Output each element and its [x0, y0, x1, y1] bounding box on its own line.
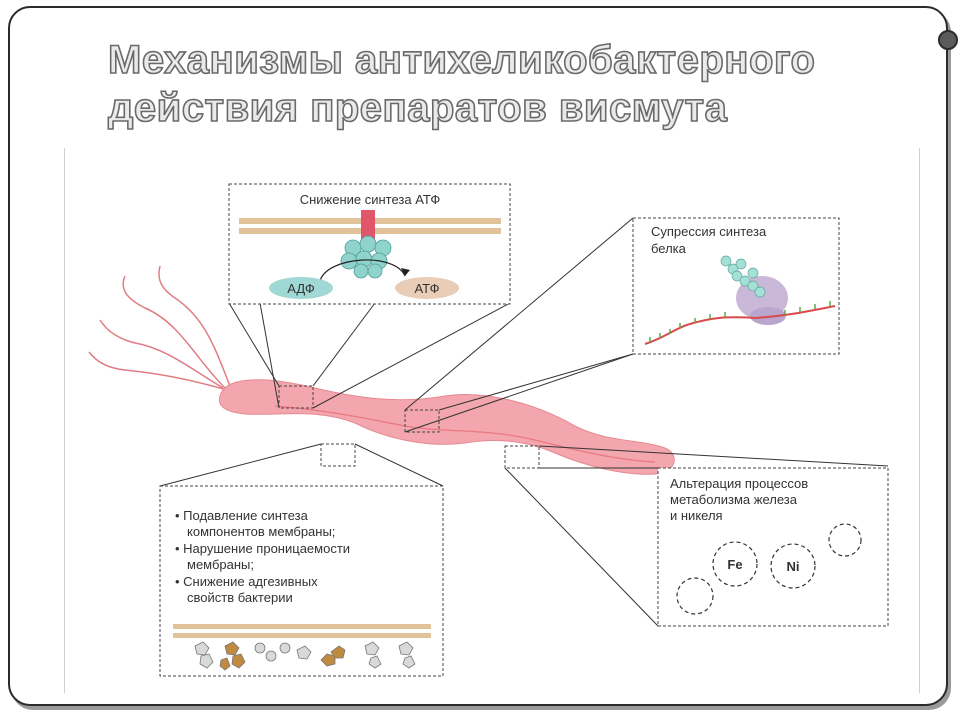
title-line-2: действия препаратов висмута: [107, 85, 728, 131]
protein-box-line1: Супрессия синтеза: [651, 224, 767, 239]
bacterium-inner-line: [274, 405, 656, 463]
membrane-item3-line1: • Снижение адгезивных: [175, 574, 318, 589]
membrane-item1-line1: • Подавление синтеза: [175, 508, 309, 523]
membrane-layer-bottom: [173, 633, 431, 638]
membrane-item1-line2: компонентов мембраны;: [187, 524, 335, 539]
atp-synthase-stalk: [361, 210, 375, 240]
atp-molecule: [395, 277, 459, 299]
adp-label: АДФ: [287, 281, 315, 296]
ni-label: Ni: [787, 559, 800, 574]
arrow-head-icon: [401, 268, 410, 276]
adp-molecule: [269, 277, 333, 299]
membrane-item3-line2: свойств бактерии: [187, 590, 293, 605]
mechanism-diagram: Снижение синтеза АТФ АДФ АТФ Супрессия с…: [64, 148, 920, 693]
metal-box-line2: метаболизма железа: [670, 492, 798, 507]
enzyme-ring-icons: [676, 523, 862, 615]
adp-to-atp-arrow: [319, 259, 406, 282]
membrane-layer-top: [173, 624, 431, 629]
peptide-chain-icon: [720, 255, 766, 298]
mrna-ticks: [649, 301, 831, 342]
connector-lines: [159, 217, 889, 627]
metal-metabolism-box: Альтерация процессов метаболизма железа …: [657, 467, 889, 627]
slide-bullet-icon: [938, 30, 958, 50]
membrane-effects-box: • Подавление синтеза компонентов мембран…: [159, 485, 444, 677]
protein-box-line2: белка: [651, 241, 687, 256]
zoom-regions: [278, 385, 540, 469]
fe-label: Fe: [727, 557, 742, 572]
flagella: [88, 265, 231, 391]
atp-label: АТФ: [414, 281, 439, 296]
membrane-molecules-icon: [194, 641, 416, 671]
membrane-item2-line2: мембраны;: [187, 557, 254, 572]
diagram-canvas: Снижение синтеза АТФ АДФ АТФ Супрессия с…: [88, 183, 889, 677]
protein-synthesis-box: Супрессия синтеза белка: [632, 217, 840, 355]
bacterium-body: [218, 379, 675, 475]
membrane-item2-line1: • Нарушение проницаемости: [175, 541, 350, 556]
atp-box-heading: Снижение синтеза АТФ: [300, 192, 441, 207]
metal-box-line3: и никеля: [670, 508, 723, 523]
atp-synthesis-box: Снижение синтеза АТФ АДФ АТФ: [228, 183, 511, 305]
title-line-1: Механизмы антихеликобактерного: [107, 37, 816, 83]
metal-box-line1: Альтерация процессов: [670, 476, 808, 491]
mrna-strand: [644, 305, 836, 345]
slide-title: Механизмы антихеликобактерного действия …: [107, 36, 868, 132]
